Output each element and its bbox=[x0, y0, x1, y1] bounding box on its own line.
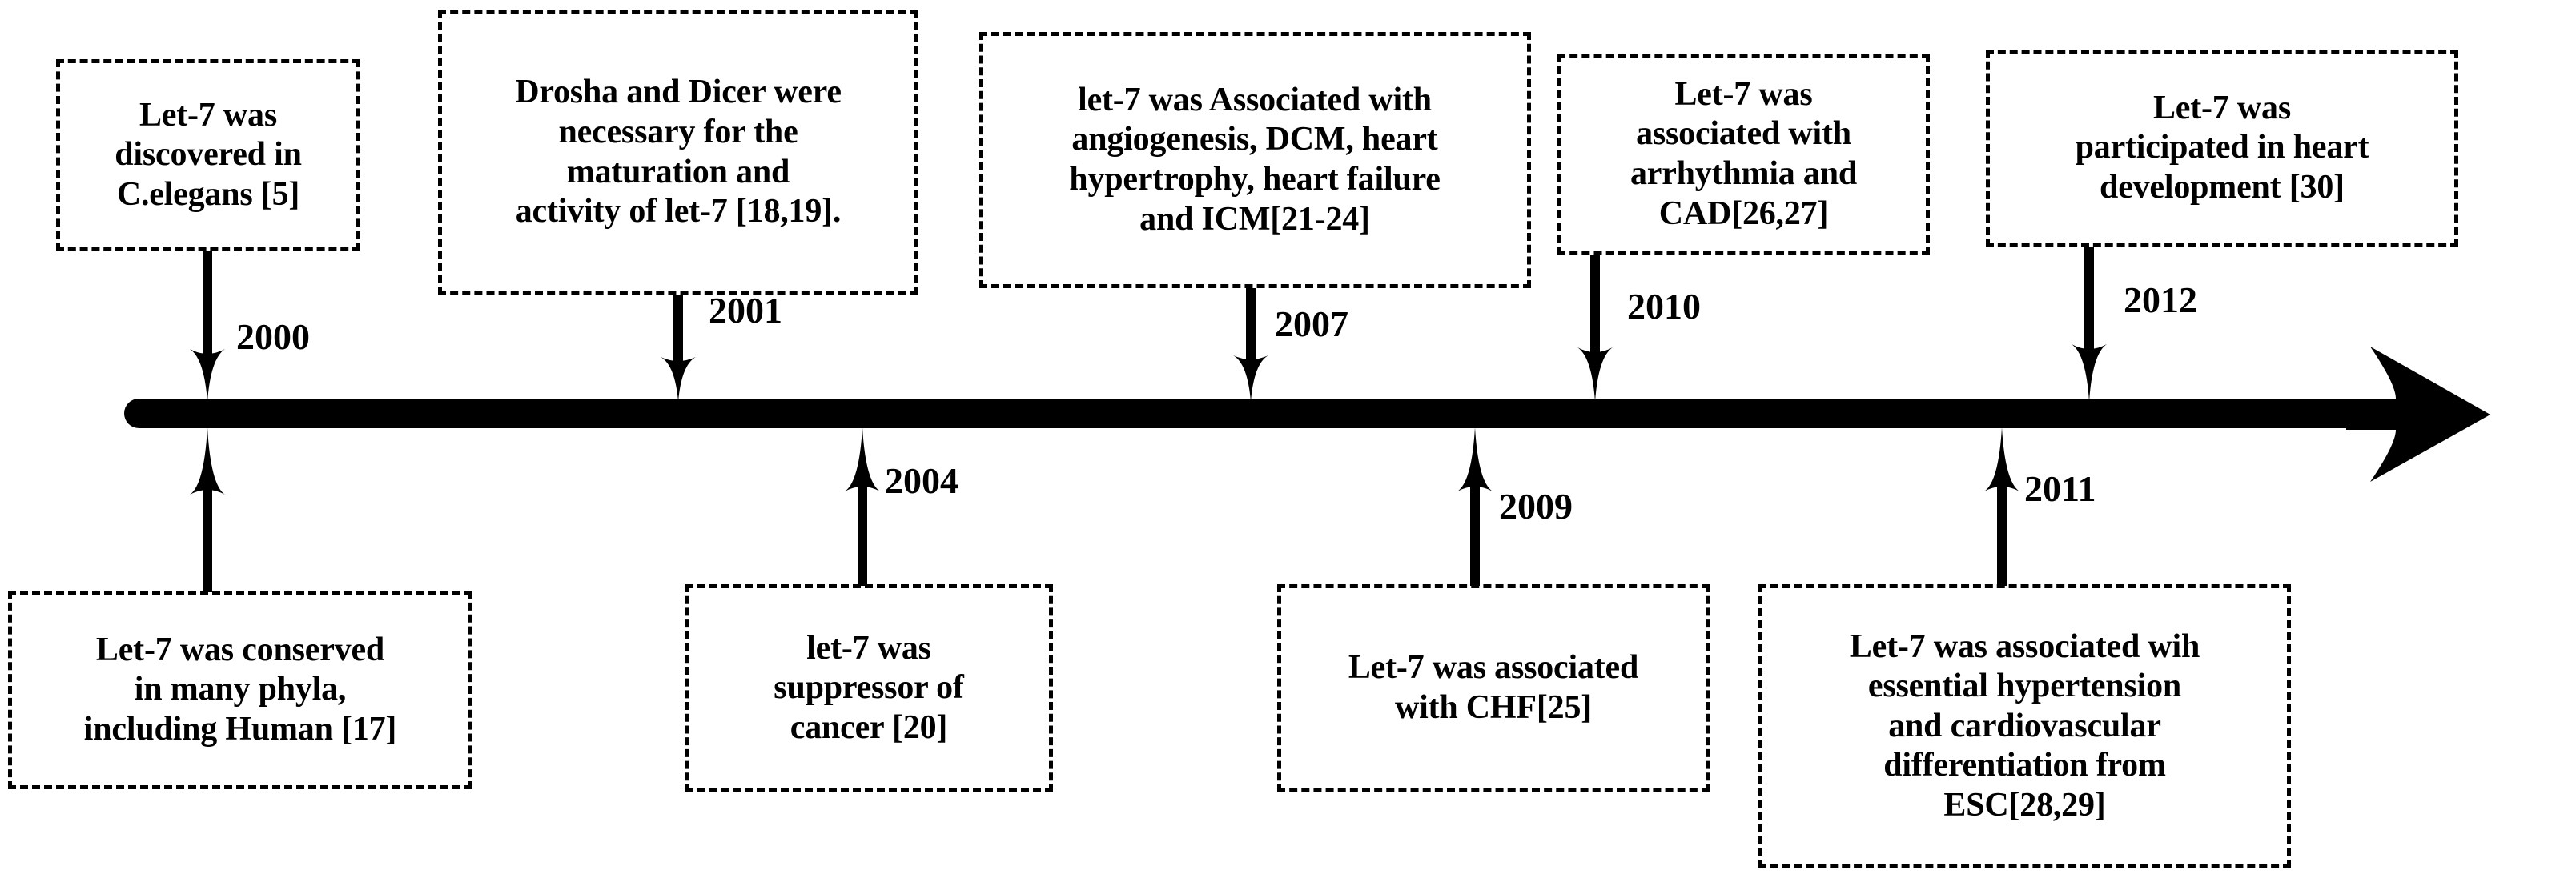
event-box-2007: let-7 was Associated with angiogenesis, … bbox=[979, 32, 1531, 288]
event-text-2000: Let-7 was discovered in C.elegans [5] bbox=[115, 96, 302, 213]
year-label-2011: 2011 bbox=[2024, 468, 2096, 509]
event-text-2011: Let-7 was associated wih essential hyper… bbox=[1849, 627, 2200, 824]
timeline-axis-bar bbox=[124, 399, 2378, 428]
year-label-2004: 2004 bbox=[885, 460, 958, 501]
event-box-2009: Let-7 was associated with CHF[25] bbox=[1277, 584, 1710, 792]
timeline-arrowhead-icon bbox=[2346, 344, 2490, 484]
connector-arrow-2010-icon bbox=[1577, 255, 1613, 402]
event-box-2012: Let-7 was participated in heart developm… bbox=[1986, 50, 2458, 247]
connector-arrow-2004-icon bbox=[845, 427, 880, 586]
event-text-2001: Drosha and Dicer were necessary for the … bbox=[515, 74, 842, 231]
year-label-2000: 2000 bbox=[236, 316, 310, 357]
connector-arrow-2001-icon bbox=[661, 295, 696, 402]
event-box-2004: let-7 was suppressor of cancer [20] bbox=[685, 584, 1053, 792]
year-label-2007: 2007 bbox=[1275, 303, 1348, 344]
event-box-2001: Drosha and Dicer were necessary for the … bbox=[438, 10, 918, 295]
event-box-2010: Let-7 was associated with arrhythmia and… bbox=[1557, 54, 1930, 255]
connector-arrow-2000-icon bbox=[190, 251, 225, 402]
event-text-2010: Let-7 was associated with arrhythmia and… bbox=[1630, 75, 1858, 232]
event-box-2000: Let-7 was discovered in C.elegans [5] bbox=[56, 59, 360, 251]
year-label-2010: 2010 bbox=[1627, 286, 1701, 327]
year-label-2001: 2001 bbox=[709, 290, 782, 331]
connector-arrow-2012-icon bbox=[2072, 247, 2107, 402]
event-text-2007: let-7 was Associated with angiogenesis, … bbox=[1069, 81, 1441, 238]
connector-arrow-conserved-human-icon bbox=[190, 427, 225, 592]
event-text-2004: let-7 was suppressor of cancer [20] bbox=[774, 629, 964, 746]
event-text-2012: Let-7 was participated in heart developm… bbox=[2075, 89, 2369, 206]
event-text-conserved-human: Let-7 was conserved in many phyla, inclu… bbox=[83, 631, 397, 748]
connector-arrow-2007-icon bbox=[1233, 288, 1268, 402]
event-box-2011: Let-7 was associated wih essential hyper… bbox=[1758, 584, 2291, 868]
year-label-2009: 2009 bbox=[1499, 486, 1573, 527]
event-text-2009: Let-7 was associated with CHF[25] bbox=[1348, 649, 1639, 726]
connector-arrow-2011-icon bbox=[1984, 427, 2019, 586]
year-label-2012: 2012 bbox=[2124, 279, 2197, 320]
connector-arrow-2009-icon bbox=[1457, 427, 1493, 586]
event-box-conserved-human: Let-7 was conserved in many phyla, inclu… bbox=[8, 591, 472, 789]
